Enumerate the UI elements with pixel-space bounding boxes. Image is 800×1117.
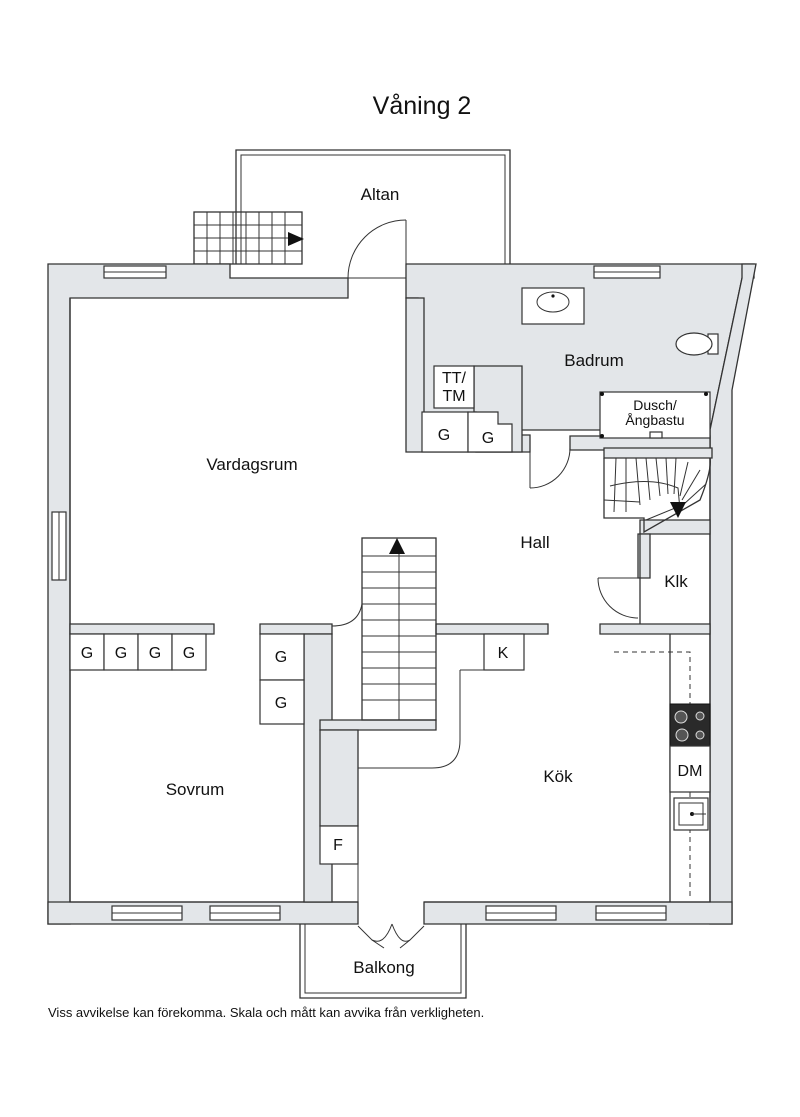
laundry-closets — [421, 365, 523, 453]
wardrobe-row — [69, 633, 305, 725]
wardrobe-label: G — [275, 649, 287, 666]
kitchen-opening — [358, 669, 524, 769]
shower-cabin — [599, 391, 711, 439]
sink-icon — [673, 797, 709, 831]
fridge-label: F — [333, 837, 343, 854]
wardrobe-label: G — [183, 645, 195, 662]
floor-title: Våning 2 — [373, 92, 472, 120]
washbasin — [521, 287, 585, 325]
interior-walls — [69, 297, 713, 903]
klk-door — [597, 534, 641, 624]
toilet-icon — [675, 332, 719, 356]
windows — [51, 265, 667, 921]
balkong-balcony — [299, 923, 467, 999]
stair-up-arrow-icon — [389, 538, 405, 554]
stair-down-arrow-icon — [670, 502, 686, 518]
stair-arrow-icon — [288, 232, 304, 246]
room-label-dusch: Dusch/ — [633, 397, 677, 413]
room-label-vardagsrum: Vardagsrum — [206, 455, 297, 474]
corner-stairs — [603, 457, 711, 534]
exterior-stairs — [193, 211, 304, 265]
room-label-angbastu: Ångbastu — [625, 412, 684, 428]
wardrobe-label: G — [115, 645, 127, 662]
unit-label-tm: TM — [442, 388, 465, 405]
kitchen-cabinet — [483, 633, 525, 671]
wardrobe-label: G — [438, 427, 450, 444]
wardrobe-label: G — [81, 645, 93, 662]
wardrobe-label: G — [149, 645, 161, 662]
room-label-kok: Kök — [543, 767, 573, 786]
bathroom-fixtures — [521, 287, 719, 439]
bathroom-door — [529, 447, 571, 489]
kitchen-counter — [614, 634, 711, 902]
wardrobe-label: G — [275, 695, 287, 712]
room-label-klk: Klk — [664, 572, 688, 591]
stove-icon — [674, 710, 705, 742]
fridge — [319, 825, 359, 865]
disclaimer: Viss avvikelse kan förekomma. Skala och … — [48, 1005, 484, 1020]
room-label-badrum: Badrum — [564, 351, 624, 370]
room-label-hall: Hall — [520, 533, 549, 552]
room-label-sovrum: Sovrum — [166, 780, 225, 799]
room-label-altan: Altan — [361, 185, 400, 204]
altan-door — [347, 219, 407, 279]
wardrobe-label: G — [482, 430, 494, 447]
central-stairs — [331, 537, 437, 721]
dishwasher-label: DM — [678, 763, 703, 780]
unit-label-tt: TT/ — [442, 370, 467, 387]
kitchen-cabinet-label: K — [498, 645, 509, 662]
room-label-balkong: Balkong — [353, 958, 414, 977]
exterior-walls — [47, 263, 757, 925]
